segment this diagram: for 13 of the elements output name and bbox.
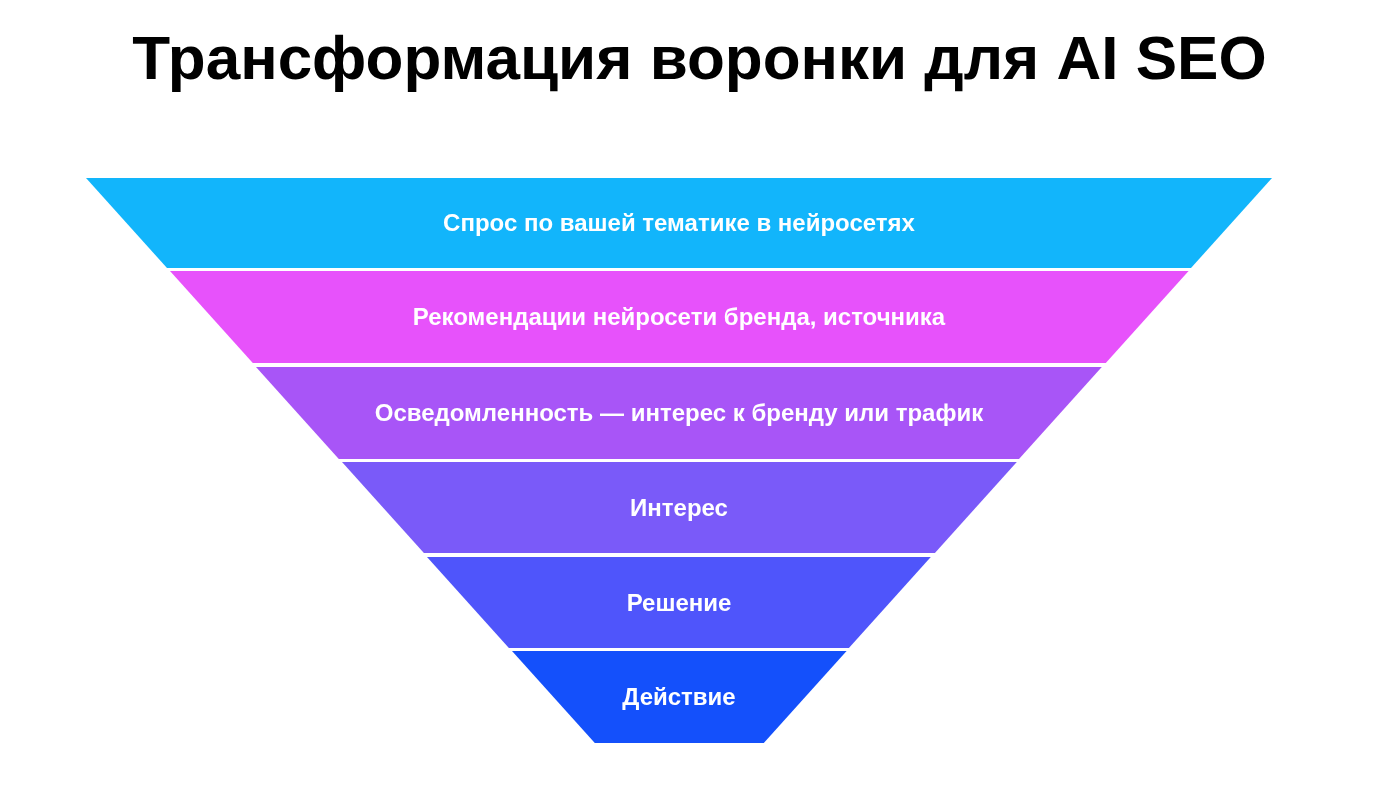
funnel-band <box>169 271 1189 363</box>
funnel-band <box>427 557 931 648</box>
funnel-band <box>86 178 1272 268</box>
band-label: Осведомленность — интерес к бренду или трафик <box>373 398 985 428</box>
title: Трансформация воронки для AI SEO <box>131 22 1268 93</box>
band-label: Рекомендации нейросети бренда, источника <box>411 302 947 332</box>
funnel-band <box>341 462 1017 553</box>
band-label: Действие <box>621 682 737 712</box>
band-label: Спрос по вашей тематике в нейросетях <box>442 208 916 238</box>
band-label: Интерес <box>629 492 729 523</box>
band-label: Решение <box>625 587 733 618</box>
funnel-band <box>256 367 1102 459</box>
funnel-band <box>511 651 847 743</box>
